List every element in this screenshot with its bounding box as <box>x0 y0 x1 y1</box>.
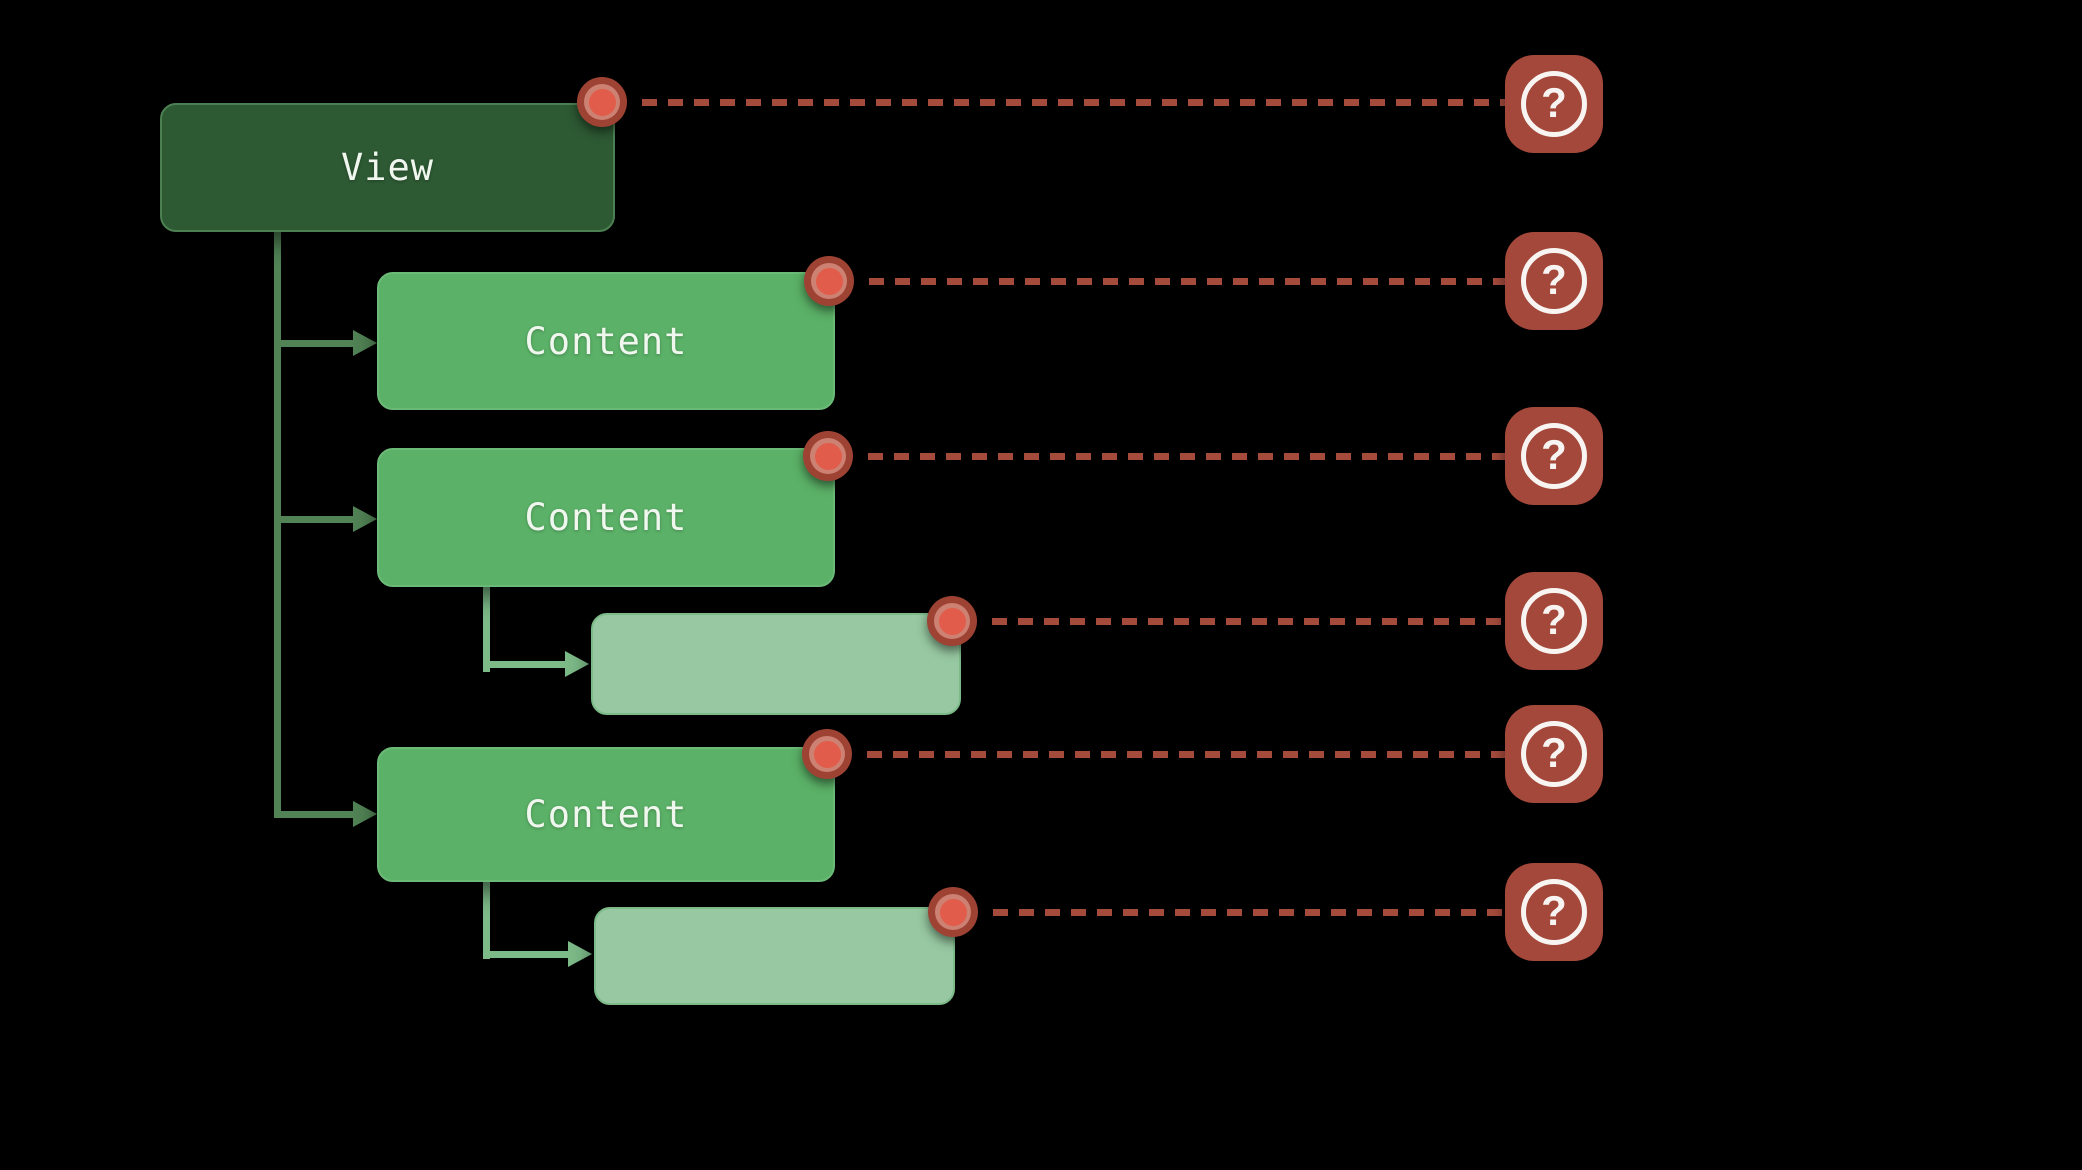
branch-line-content-1 <box>274 340 353 347</box>
dashed-link-content-2 <box>868 453 1505 460</box>
question-icon-content-1: ? <box>1505 232 1603 330</box>
connection-handle-dot-content-1 <box>804 256 854 306</box>
question-icon-content-3: ? <box>1505 705 1603 803</box>
question-glyph: ? <box>1541 78 1567 126</box>
dashed-link-content-1 <box>869 278 1505 285</box>
elbow-line-subview-1-horizontal <box>483 661 565 668</box>
question-glyph: ? <box>1541 255 1567 303</box>
question-glyph: ? <box>1541 728 1567 776</box>
question-icon-view: ? <box>1505 55 1603 153</box>
node-subview-1 <box>591 613 961 715</box>
arrowhead-content-3 <box>353 801 377 827</box>
question-icon-subview-1: ? <box>1505 572 1603 670</box>
arrowhead-content-1 <box>353 330 377 356</box>
question-icon-ring: ? <box>1521 423 1587 489</box>
elbow-line-subview-2-horizontal <box>483 951 568 958</box>
node-view-label: View <box>340 146 435 189</box>
branch-line-content-2 <box>274 516 353 523</box>
arrowhead-content-2 <box>353 506 377 532</box>
connection-handle-dot-content-3 <box>802 729 852 779</box>
dashed-link-subview-2 <box>993 909 1505 916</box>
question-icon-subview-2: ? <box>1505 863 1603 961</box>
question-glyph: ? <box>1541 595 1567 643</box>
node-content-2-label: Content <box>524 496 688 539</box>
node-content-3-label: Content <box>524 793 688 836</box>
arrowhead-subview-2 <box>568 941 592 967</box>
node-content-2: Content <box>377 448 835 587</box>
connection-handle-dot-view <box>577 77 627 127</box>
tree-trunk-line <box>274 230 281 818</box>
node-content-1: Content <box>377 272 835 410</box>
node-content-1-label: Content <box>524 319 688 363</box>
question-icon-ring: ? <box>1521 588 1587 654</box>
dashed-link-view <box>642 99 1505 106</box>
node-content-3: Content <box>377 747 835 882</box>
question-glyph: ? <box>1541 886 1567 934</box>
elbow-line-subview-1-vertical <box>483 586 490 672</box>
question-icon-content-2: ? <box>1505 407 1603 505</box>
connection-handle-dot-content-2 <box>803 431 853 481</box>
question-icon-ring: ? <box>1521 71 1587 137</box>
question-icon-ring: ? <box>1521 248 1587 314</box>
node-subview-2 <box>594 907 955 1005</box>
question-glyph: ? <box>1541 430 1567 478</box>
question-icon-ring: ? <box>1521 721 1587 787</box>
elbow-line-subview-2-vertical <box>483 881 490 959</box>
question-icon-ring: ? <box>1521 879 1587 945</box>
connection-handle-dot-subview-2 <box>928 887 978 937</box>
arrowhead-subview-1 <box>565 651 589 677</box>
connection-handle-dot-subview-1 <box>927 596 977 646</box>
branch-line-content-3 <box>274 811 353 818</box>
node-view: View <box>160 103 615 232</box>
dashed-link-content-3 <box>867 751 1505 758</box>
dashed-link-subview-1 <box>992 618 1505 625</box>
